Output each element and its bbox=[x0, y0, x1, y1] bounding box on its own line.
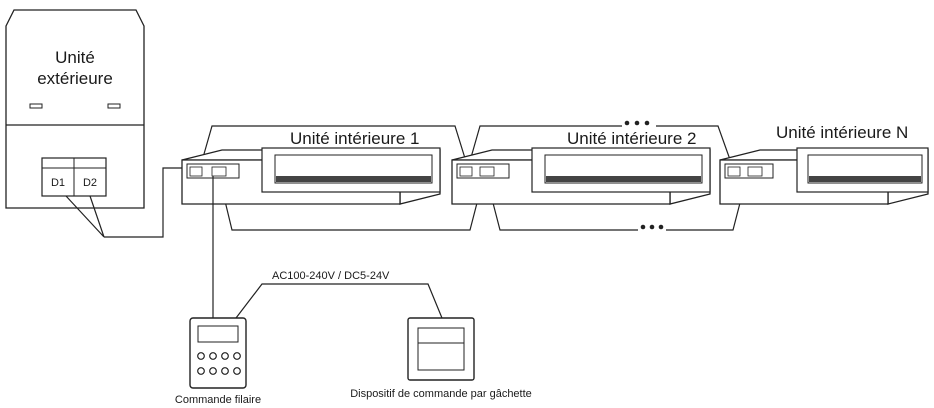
ellipsis-dot bbox=[640, 224, 646, 230]
controller-button bbox=[197, 367, 205, 375]
indoor-terminal-bus bbox=[459, 166, 473, 177]
outdoor-unit-vent-right bbox=[107, 103, 121, 109]
ellipsis-dot bbox=[634, 120, 640, 126]
terminal-d1-label: D1 bbox=[51, 177, 65, 189]
wired-controller-buttons bbox=[197, 352, 241, 375]
bus-wiring bbox=[65, 120, 749, 238]
controller-button bbox=[197, 352, 205, 360]
upper-bus-1-2 bbox=[199, 125, 469, 169]
upper-bus-2-n-right bbox=[656, 125, 734, 169]
indoor-unit-2: Unité intérieure 2 bbox=[451, 129, 711, 205]
controller-button bbox=[209, 352, 217, 360]
controller-to-trigger-wire bbox=[235, 283, 443, 319]
indoor-terminal-power bbox=[747, 166, 763, 177]
indoor-terminal-power bbox=[479, 166, 495, 177]
controller-button bbox=[233, 367, 241, 375]
terminal-d2-label: D2 bbox=[83, 177, 97, 189]
wired-controller-label: Commande filaire bbox=[175, 394, 261, 406]
indoor-terminal-bus bbox=[189, 166, 203, 177]
controller-button bbox=[209, 367, 217, 375]
indoor-unit-1: Unité intérieure 1 bbox=[181, 129, 441, 205]
indoor-unit-grille-shade bbox=[546, 176, 701, 182]
ellipsis-dot bbox=[658, 224, 664, 230]
controller-button bbox=[233, 352, 241, 360]
indoor-unit-n: Unité intérieure N bbox=[719, 123, 929, 205]
upper-bus-2-n-left bbox=[467, 125, 622, 169]
ellipsis-dot bbox=[649, 224, 655, 230]
trigger-device-label: Dispositif de commande par gâchette bbox=[350, 388, 532, 400]
ellipsis-dot bbox=[624, 120, 630, 126]
controller-wiring: AC100-240V / DC5-24V bbox=[212, 176, 443, 319]
outdoor-unit-vent-left bbox=[29, 103, 43, 109]
outdoor-unit: Unité extérieure D1 D2 bbox=[5, 9, 145, 209]
trigger-device-panel bbox=[417, 327, 465, 371]
indoor-terminal-power bbox=[211, 166, 227, 177]
wired-controller: Commande filaire bbox=[175, 317, 261, 406]
controller-button bbox=[221, 352, 229, 360]
wired-controller-screen bbox=[197, 325, 239, 343]
indoor-unit-grille-shade bbox=[809, 176, 921, 182]
indoor-terminal-bus bbox=[727, 166, 741, 177]
lower-ellipsis bbox=[640, 224, 664, 230]
indoor-unit-n-label: Unité intérieure N bbox=[776, 123, 908, 142]
indoor-unit-grille-shade bbox=[276, 176, 431, 182]
outdoor-unit-label-line2: extérieure bbox=[37, 69, 113, 88]
outdoor-unit-label-line1: Unité bbox=[55, 48, 95, 67]
controller-button bbox=[221, 367, 229, 375]
indoor-unit-2-label: Unité intérieure 2 bbox=[567, 129, 696, 148]
indoor-unit-1-label: Unité intérieure 1 bbox=[290, 129, 419, 148]
upper-ellipsis bbox=[624, 120, 650, 126]
trigger-device: Dispositif de commande par gâchette bbox=[350, 317, 532, 400]
ellipsis-dot bbox=[644, 120, 650, 126]
outdoor-unit-body bbox=[5, 9, 145, 209]
power-label: AC100-240V / DC5-24V bbox=[272, 270, 390, 282]
outdoor-to-unit1-wire bbox=[104, 167, 192, 238]
